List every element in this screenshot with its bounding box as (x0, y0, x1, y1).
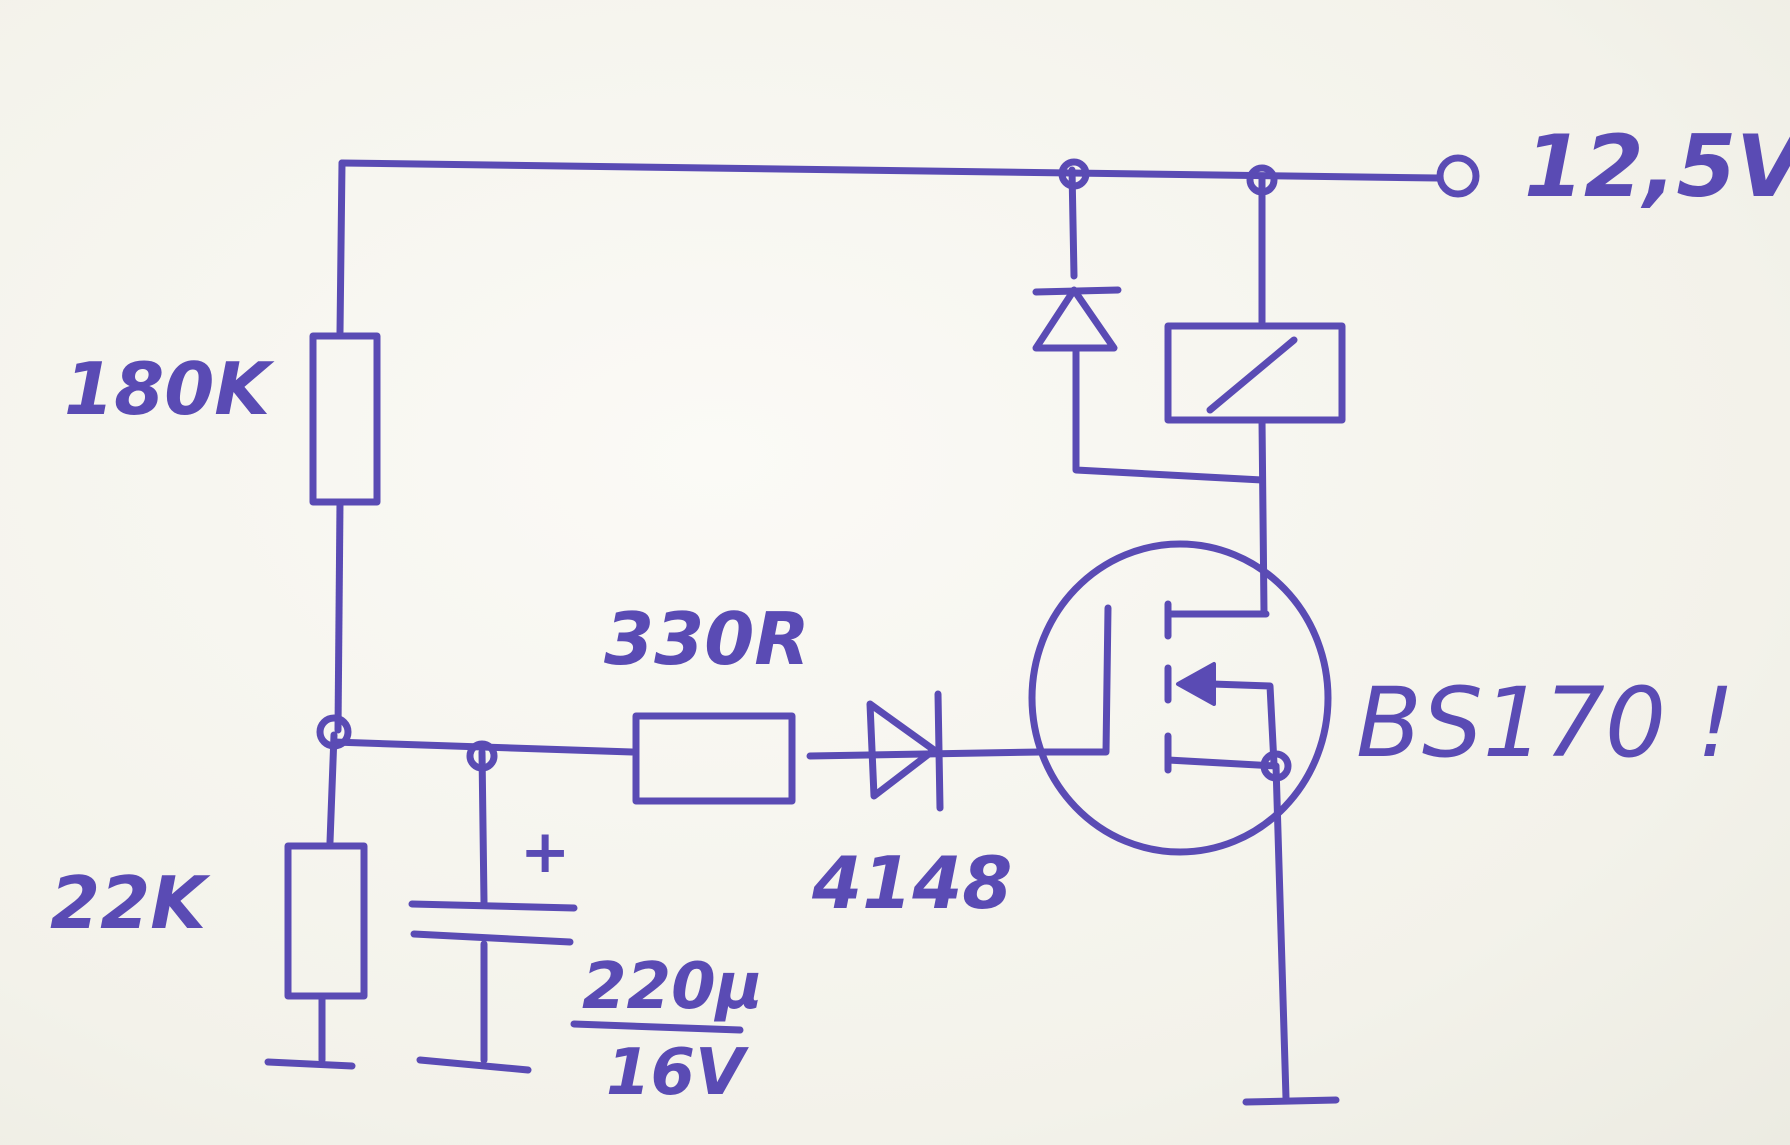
resistor-330r (632, 712, 796, 805)
capacitor-fraction-bar (570, 1020, 744, 1034)
capacitor-voltage-label: 16V (606, 1036, 749, 1110)
relay-wire-bottom (1258, 416, 1268, 616)
junction-divider (316, 714, 352, 750)
capacitor-polarity-label: + (520, 817, 570, 887)
supply-terminal (1436, 154, 1480, 198)
flyback-wire-bottom (1072, 344, 1266, 484)
diode-4148-label: 4148 (811, 841, 1012, 925)
relay-coil (1164, 322, 1346, 424)
mosfet-label: BS170 ! (1356, 667, 1735, 779)
resistor-180k (309, 332, 381, 506)
source-ground-wire (1272, 762, 1290, 1102)
capacitor-plate-negative (410, 930, 574, 946)
capacitor-value-label: 220µ (582, 950, 763, 1024)
supply-rail (338, 159, 1442, 182)
ground-symbol-mosfet (1242, 1096, 1340, 1106)
capacitor-plate-positive (408, 900, 578, 912)
ground-symbol-22k (264, 1058, 356, 1070)
junction-source (1260, 750, 1292, 782)
mosfet-body-lead (1208, 680, 1278, 768)
divider-wire-lower (326, 731, 338, 846)
junction-capacitor (466, 740, 498, 772)
flyback-diode-body (1032, 286, 1118, 352)
mosfet-source-lead (1164, 756, 1280, 770)
mosfet-gate-lead (1036, 604, 1112, 756)
capacitor-wire-top (478, 748, 488, 906)
resistor-22k-label: 22K (50, 861, 211, 945)
ground-symbol-capacitor (416, 1056, 532, 1074)
diode-4148-bar (934, 690, 944, 812)
resistor-22k (284, 842, 368, 1000)
flyback-diode-bar (1032, 286, 1122, 296)
junction-flyback (1058, 158, 1090, 190)
diode-4148-body (866, 700, 938, 800)
resistor-180k-label: 180K (64, 347, 275, 431)
relay-coil-slash (1206, 336, 1298, 414)
divider-wire-middle (334, 498, 344, 734)
junction-relay (1246, 164, 1278, 196)
resistor-330r-label: 330R (604, 597, 810, 681)
mosfet-circle (1028, 540, 1332, 856)
divider-wire-top (336, 159, 346, 336)
supply-voltage-label: 12,5V (1524, 117, 1790, 217)
mosfet-arrow (1176, 662, 1216, 706)
